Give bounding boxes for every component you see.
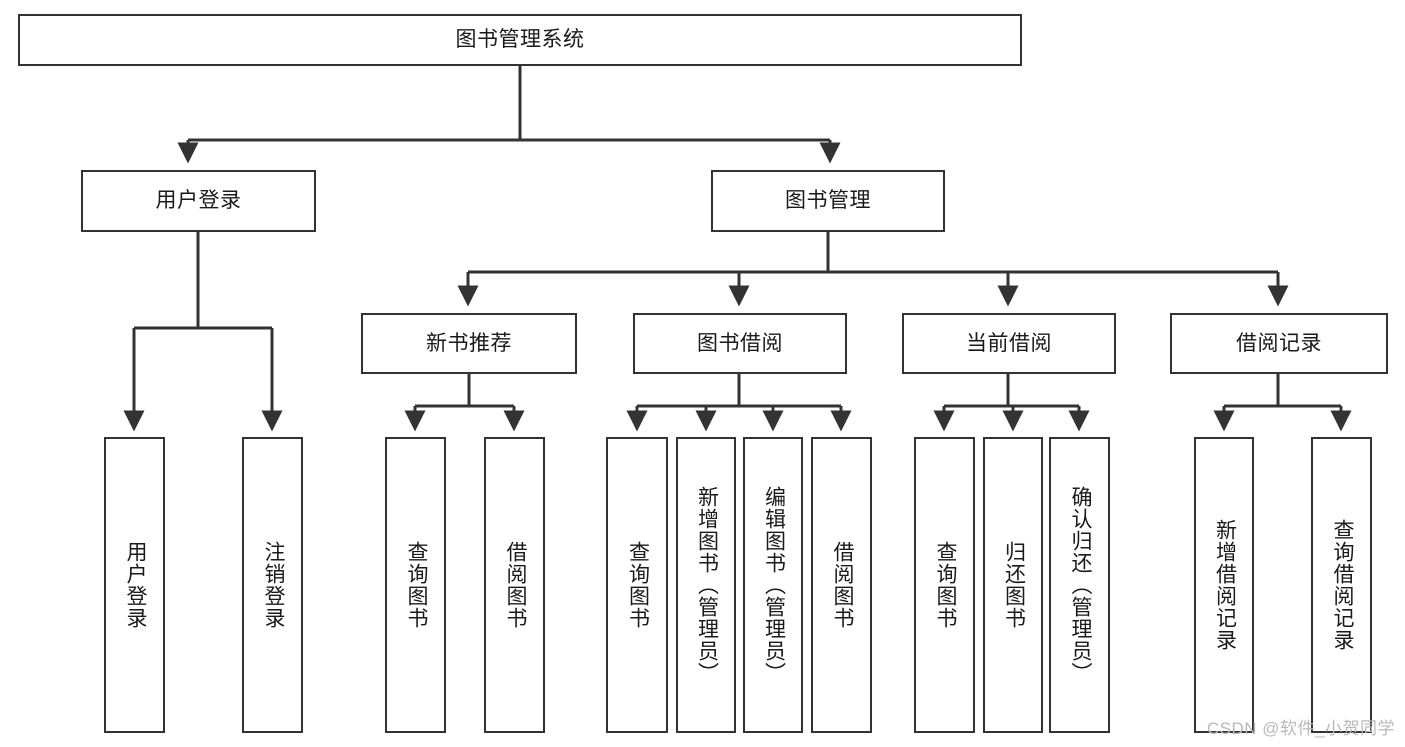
node-borrow-record-label: 借阅记录 <box>1236 331 1322 355</box>
csdn-watermark: CSDN @软件_小贺同学 <box>1206 719 1395 738</box>
connector-group <box>123 66 1352 432</box>
node-leaf-borrow-book-2[interactable]: 借阅图书 <box>811 437 872 733</box>
node-leaf-query-book-3[interactable]: 查询图书 <box>914 437 975 733</box>
node-leaf-query-book-3-label: 查询图书 <box>933 541 957 629</box>
node-leaf-user-login[interactable]: 用户登录 <box>104 437 165 733</box>
node-leaf-add-book-label: 新增图书（管理员） <box>695 486 719 684</box>
node-leaf-logout-login-label: 注销登录 <box>261 541 285 629</box>
node-leaf-query-record-label: 查询借阅记录 <box>1330 519 1354 651</box>
node-leaf-edit-book-label: 编辑图书（管理员） <box>762 486 786 684</box>
node-leaf-return-book[interactable]: 归还图书 <box>983 437 1043 733</box>
node-new-book-recommend-label: 新书推荐 <box>426 331 512 355</box>
node-leaf-return-book-label: 归还图书 <box>1002 541 1026 629</box>
node-leaf-borrow-book-1-label: 借阅图书 <box>503 541 527 629</box>
node-leaf-query-record[interactable]: 查询借阅记录 <box>1311 437 1372 733</box>
node-root-label: 图书管理系统 <box>455 28 585 52</box>
node-leaf-edit-book[interactable]: 编辑图书（管理员） <box>743 437 803 733</box>
node-book-borrow[interactable]: 图书借阅 <box>633 313 847 374</box>
node-current-borrow[interactable]: 当前借阅 <box>902 313 1116 374</box>
node-leaf-borrow-book-1[interactable]: 借阅图书 <box>484 437 545 733</box>
node-book-manage-label: 图书管理 <box>785 189 871 213</box>
node-leaf-add-book[interactable]: 新增图书（管理员） <box>676 437 736 733</box>
node-book-borrow-label: 图书借阅 <box>697 331 783 355</box>
node-root[interactable]: 图书管理系统 <box>18 14 1022 66</box>
node-new-book-recommend[interactable]: 新书推荐 <box>361 313 577 374</box>
node-current-borrow-label: 当前借阅 <box>966 331 1052 355</box>
node-leaf-borrow-book-2-label: 借阅图书 <box>830 541 854 629</box>
node-book-manage[interactable]: 图书管理 <box>711 170 945 232</box>
node-user-login[interactable]: 用户登录 <box>81 170 316 232</box>
node-leaf-confirm-return-label: 确认归还（管理员） <box>1068 486 1092 684</box>
node-borrow-record[interactable]: 借阅记录 <box>1170 313 1388 374</box>
node-leaf-logout-login[interactable]: 注销登录 <box>242 437 303 733</box>
node-leaf-confirm-return[interactable]: 确认归还（管理员） <box>1049 437 1110 733</box>
node-leaf-query-book-2[interactable]: 查询图书 <box>606 437 668 733</box>
node-leaf-query-book-1-label: 查询图书 <box>404 541 428 629</box>
node-leaf-add-record-label: 新增借阅记录 <box>1213 519 1237 651</box>
node-leaf-query-book-2-label: 查询图书 <box>626 541 650 629</box>
node-leaf-query-book-1[interactable]: 查询图书 <box>385 437 446 733</box>
node-leaf-add-record[interactable]: 新增借阅记录 <box>1194 437 1254 733</box>
node-user-login-label: 用户登录 <box>155 189 242 213</box>
node-leaf-user-login-label: 用户登录 <box>123 541 147 629</box>
